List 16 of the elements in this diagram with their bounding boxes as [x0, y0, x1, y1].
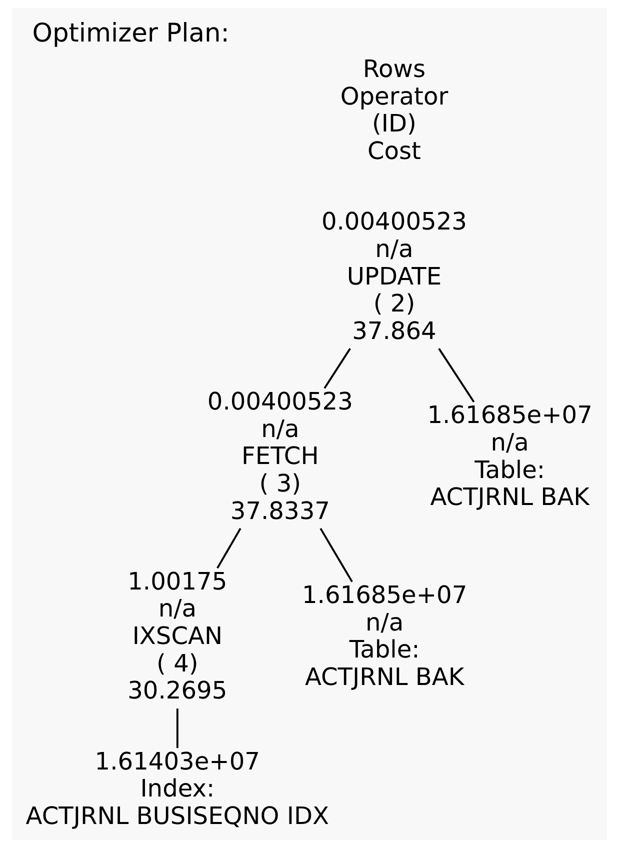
node-text: 0.00400523 n/a FETCH ( 3) 37.8337 — [206, 388, 352, 525]
diagram-title: Optimizer Plan: — [32, 18, 229, 48]
connector — [438, 348, 474, 402]
node-text: 1.00175 n/a IXSCAN ( 4) 30.2695 — [127, 567, 227, 705]
connector — [319, 528, 352, 582]
label: Rows — [362, 55, 426, 84]
connector — [176, 708, 178, 748]
connector — [216, 528, 241, 569]
connector — [323, 348, 350, 389]
label: Operator — [340, 82, 448, 110]
node-text: 1.61403e+07 Index: ACTJRNL BUSISEQNO IDX — [25, 747, 329, 830]
node-text: 1.61685e+07 n/a Table: ACTJRNL BAK — [301, 581, 467, 691]
label: (ID) — [371, 110, 416, 138]
node-text: 1.61685e+07 n/a Table: ACTJRNL BAK — [426, 401, 592, 512]
node-text: 0.00400523 n/a UPDATE ( 2) 37.864 — [320, 208, 466, 345]
label: Cost — [366, 137, 420, 166]
